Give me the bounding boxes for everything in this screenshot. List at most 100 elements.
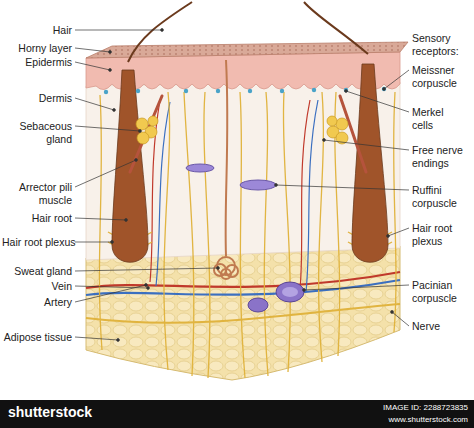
receptor-label: Pacinian corpuscle [412,279,470,305]
anatomy-label: Arrector pili muscle [6,181,72,207]
illustration-part [161,29,164,32]
illustration-part [303,289,306,292]
illustration-part [75,160,136,187]
illustration-part [392,312,409,326]
illustration-part [75,242,112,243]
illustration-part [109,69,112,72]
illustration-part [217,267,220,270]
illustration-part [75,337,118,340]
illustration-part [184,92,194,376]
receptor-label: Hair root plexus [412,222,467,248]
illustration-part [306,100,318,292]
illustration-part [128,2,192,62]
illustration-part [384,70,409,89]
illustration-part [304,2,368,54]
illustration-part [248,89,252,93]
illustration-part [275,184,278,187]
sensory-receptors [104,87,386,312]
illustration-part [276,185,409,190]
anatomy-label: Vein [52,280,72,293]
illustration-part [184,89,188,93]
anatomy-label: Adipose tissue [4,331,72,344]
illustration-part [164,92,170,370]
leader-lines [75,29,409,342]
receptor-label: Meissner corpuscle [412,64,470,90]
illustration-part [323,139,326,142]
illustration-part [148,116,158,126]
illustration-part [248,298,268,312]
receptor-label: Free nerve endings [412,144,472,170]
illustration-part [156,102,170,286]
illustration-part [276,282,304,302]
illustration-part [137,132,149,144]
group-heading: Sensory receptors: [412,32,472,58]
illustration-part [117,339,120,342]
anatomy-label: Hair [53,24,72,37]
illustration-part [86,304,400,323]
illustration-part [283,92,290,372]
illustration-part [226,265,238,277]
illustration-part [282,287,298,297]
illustration-part [345,90,348,93]
illustration-part [383,88,386,91]
illustration-part [112,70,148,262]
illustration-part [111,241,114,244]
illustration-part [75,285,146,302]
illustration-part [346,91,409,112]
watermark-url: www.shutterstock.com [388,415,468,425]
illustration-part [147,287,150,290]
anatomy-label: Sweat gland [14,265,72,278]
illustration-part [135,159,138,162]
illustration-part [75,98,114,110]
illustration-part [391,311,394,314]
illustration-part [125,219,128,222]
illustration-part [186,164,214,172]
watermark-logo: shutterstock [8,406,92,419]
illustration-part [388,228,409,236]
illustration-part [99,95,102,350]
anatomy-label: Hair root [32,212,72,225]
illustration-part [145,284,148,287]
sebaceous-glands [136,116,348,144]
illustration-part [130,96,162,172]
arrector-pili [130,96,366,172]
illustration-part [75,48,110,52]
illustration-part [109,51,112,54]
illustration-part [226,60,228,256]
illustration-part [75,30,162,31]
receptor-label: Merkel cells [412,106,457,132]
illustration-part [75,218,126,220]
illustration-part [75,268,218,271]
watermark-bar [0,400,474,428]
hair-follicles [112,2,388,262]
anatomy-label: Horny layer [18,42,72,55]
illustration-part [324,140,409,150]
illustration-part [352,64,388,262]
illustration-part [240,92,245,378]
illustration-part [139,130,142,133]
illustration-part [344,88,348,92]
illustration-part [394,92,396,332]
receptor-label: Ruffini corpuscle [412,184,468,210]
illustration-part [240,180,276,190]
illustration-part [86,272,400,288]
anatomy-label: Sebaceous gland [16,120,72,146]
illustration-part [327,116,337,126]
illustration-part [113,109,116,112]
anatomy-label: Dermis [39,92,72,105]
illustration-part [304,285,409,290]
sweat-gland [214,60,238,279]
anatomy-label: Artery [44,296,72,309]
illustration-part [75,62,110,70]
illustration-part [387,235,390,238]
illustration-part [75,126,140,131]
illustration-part [280,89,284,93]
anatomy-label: Hair root plexus [2,236,76,249]
illustration-part [300,100,310,290]
illustration-part [204,92,210,378]
illustration-part [104,87,386,94]
illustration-part [319,92,324,362]
illustration-part [264,92,268,376]
illustration-part [136,89,140,93]
illustration-part [216,89,220,93]
